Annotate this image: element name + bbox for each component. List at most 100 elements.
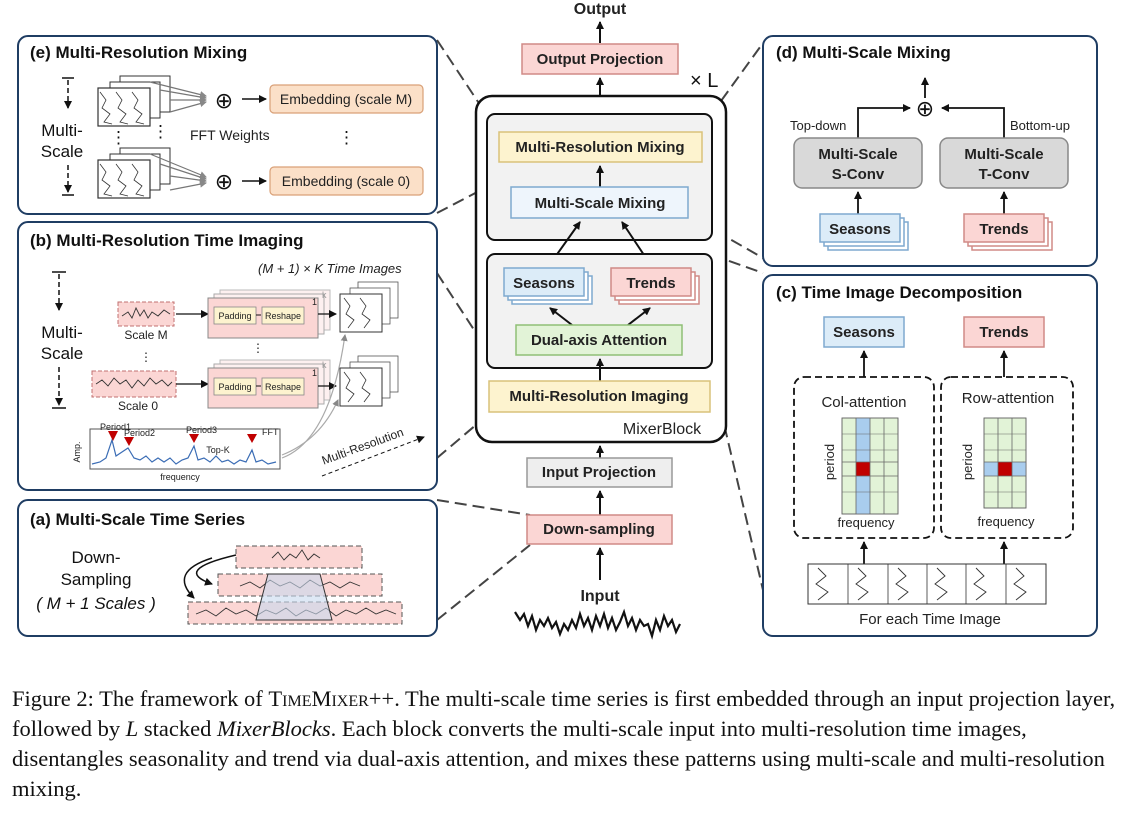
trends-stack — [610, 267, 692, 297]
panel-e-multi: Multi- — [41, 121, 83, 140]
row-attention-label: Row-attention — [962, 390, 1055, 407]
output-projection-label: Output Projection — [537, 51, 664, 68]
fft-weights-label: FFT Weights — [190, 127, 270, 143]
bottom-up-label: Bottom-up — [1010, 118, 1070, 133]
caption-part3: . Each block converts the multi-scale in… — [12, 716, 1105, 801]
scales-label: ( M + 1 Scales ) — [36, 594, 156, 613]
trends-stack-d — [963, 213, 1045, 243]
row-attention-grid — [983, 417, 1027, 509]
dots-e3: ⋮ — [338, 128, 355, 147]
caption-lead: Figure 2: The framework of — [12, 686, 269, 711]
embedding-scale-m-label: Embedding (scale M) — [280, 91, 412, 107]
t-conv-label-1: Multi-Scale — [964, 146, 1043, 163]
period2-label: Period2 — [124, 428, 155, 438]
s-conv-label-2: S-Conv — [832, 166, 885, 183]
k-label-top: k — [322, 290, 327, 300]
time-images-top — [339, 281, 399, 333]
period3-label: Period3 — [186, 425, 217, 435]
trends-box-c — [963, 316, 1045, 348]
frequency-label-b: frequency — [160, 472, 200, 482]
dots-e1: ⋮ — [110, 128, 127, 147]
embedding-scale-m-box — [269, 84, 424, 114]
panel-c-title: (c) Time Image Decomposition — [776, 283, 1022, 302]
reshape-label-bottom: Reshape — [265, 382, 301, 392]
top-k-label: Top-K — [206, 445, 230, 455]
down-label: Down- — [71, 548, 120, 567]
embedding-scale-0-box — [269, 166, 424, 196]
input-projection-label: Input Projection — [542, 464, 656, 481]
s-conv-label-1: Multi-Scale — [818, 146, 897, 163]
frequency-label-row: frequency — [977, 514, 1035, 529]
multi-resolution-mixing-box — [498, 131, 703, 163]
figure-caption: Figure 2: The framework of TimeMixer++. … — [12, 684, 1124, 804]
embedding-scale-0-label: Embedding (scale 0) — [282, 173, 410, 189]
down-sampling-label: Down-sampling — [543, 521, 655, 538]
col-attention-box — [793, 376, 935, 539]
panel-b-title: (b) Multi-Resolution Time Imaging — [30, 231, 304, 250]
amp-label: Amp. — [72, 441, 82, 462]
input-signal — [514, 608, 681, 640]
panel-e-title: (e) Multi-Resolution Mixing — [30, 43, 247, 62]
fft-label: FFT — [262, 427, 279, 437]
caption-part2: stacked — [138, 716, 217, 741]
dots-b2: ⋮ — [252, 341, 264, 355]
dots-e2: ⋮ — [152, 122, 169, 141]
multi-resolution-imaging-label: Multi-Resolution Imaging — [509, 388, 688, 405]
caption-l: L — [125, 716, 139, 741]
output-projection-box — [521, 43, 679, 75]
panel-b: (b) Multi-Resolution Time Imaging (M + 1… — [17, 221, 438, 491]
fft-spectrum-line — [91, 437, 277, 465]
t-conv-label-2: T-Conv — [979, 166, 1030, 183]
pad-reshape-bottom: Padding Reshape 1 k — [207, 359, 331, 409]
multi-scale-mixing-label: Multi-Scale Mixing — [535, 195, 666, 212]
seasons-label-d: Seasons — [829, 221, 891, 238]
panel-a: (a) Multi-Scale Time Series Down- Sampli… — [17, 499, 438, 637]
seasons-box-c — [823, 316, 905, 348]
dual-axis-attention-label: Dual-axis Attention — [531, 332, 667, 349]
t-conv-box — [939, 137, 1069, 189]
trends-label-d: Trends — [979, 221, 1028, 238]
caption-part1: . The multi-scale time series is first e… — [12, 686, 1116, 741]
top-down-label: Top-down — [790, 118, 846, 133]
pad-reshape-top: Padding Reshape 1 k — [207, 289, 331, 339]
seasons-label-c: Seasons — [833, 324, 895, 341]
one-label-top: 1 — [312, 297, 317, 307]
for-each-label: For each Time Image — [859, 611, 1001, 628]
time-images-label: (M + 1) × K Time Images — [258, 261, 402, 276]
oplus-d: ⊕ — [916, 97, 934, 122]
period-label-row: period — [960, 444, 975, 480]
col-attention-grid — [841, 417, 899, 515]
dots-b1: ⋮ — [140, 350, 152, 364]
panel-e-scale: Scale — [41, 142, 84, 161]
col-attention-label: Col-attention — [821, 394, 906, 411]
panel-b-scale: Scale — [41, 344, 84, 363]
multi-resolution-imaging-box — [488, 380, 711, 413]
multi-resolution-mixing-label: Multi-Resolution Mixing — [515, 139, 684, 156]
repeat-l-label: × L — [690, 70, 718, 92]
down-sampling-box — [526, 514, 673, 545]
output-label: Output — [574, 1, 627, 18]
time-images-bottom — [339, 355, 399, 407]
mixer-block-label: MixerBlock — [623, 421, 702, 438]
panel-c: (c) Time Image Decomposition Seasons Tre… — [762, 274, 1098, 637]
row-attention-box — [940, 376, 1074, 539]
time-image-stack-bottom — [97, 147, 171, 199]
caption-mixer: MixerBlocks — [216, 716, 331, 741]
caption-name: TimeMixer++ — [268, 686, 395, 711]
scale-0-label: Scale 0 — [118, 399, 158, 413]
panel-a-title: (a) Multi-Scale Time Series — [30, 510, 245, 529]
scale-m-label: Scale M — [124, 328, 167, 342]
multi-scale-mixing-box — [510, 186, 689, 219]
seasons-label: Seasons — [513, 275, 575, 292]
panel-d-title: (d) Multi-Scale Mixing — [776, 43, 951, 62]
s-conv-box — [793, 137, 923, 189]
padding-label-top: Padding — [218, 311, 251, 321]
period1-label: Period1 — [100, 422, 131, 432]
input-projection-box — [526, 457, 673, 488]
dual-axis-attention-box — [515, 324, 683, 356]
oplus-e-top: ⊕ — [215, 89, 233, 114]
scale-series-top — [235, 545, 363, 569]
seasons-stack — [503, 267, 585, 297]
panel-d: (d) Multi-Scale Mixing ⊕ Top-down Bottom… — [762, 35, 1098, 267]
